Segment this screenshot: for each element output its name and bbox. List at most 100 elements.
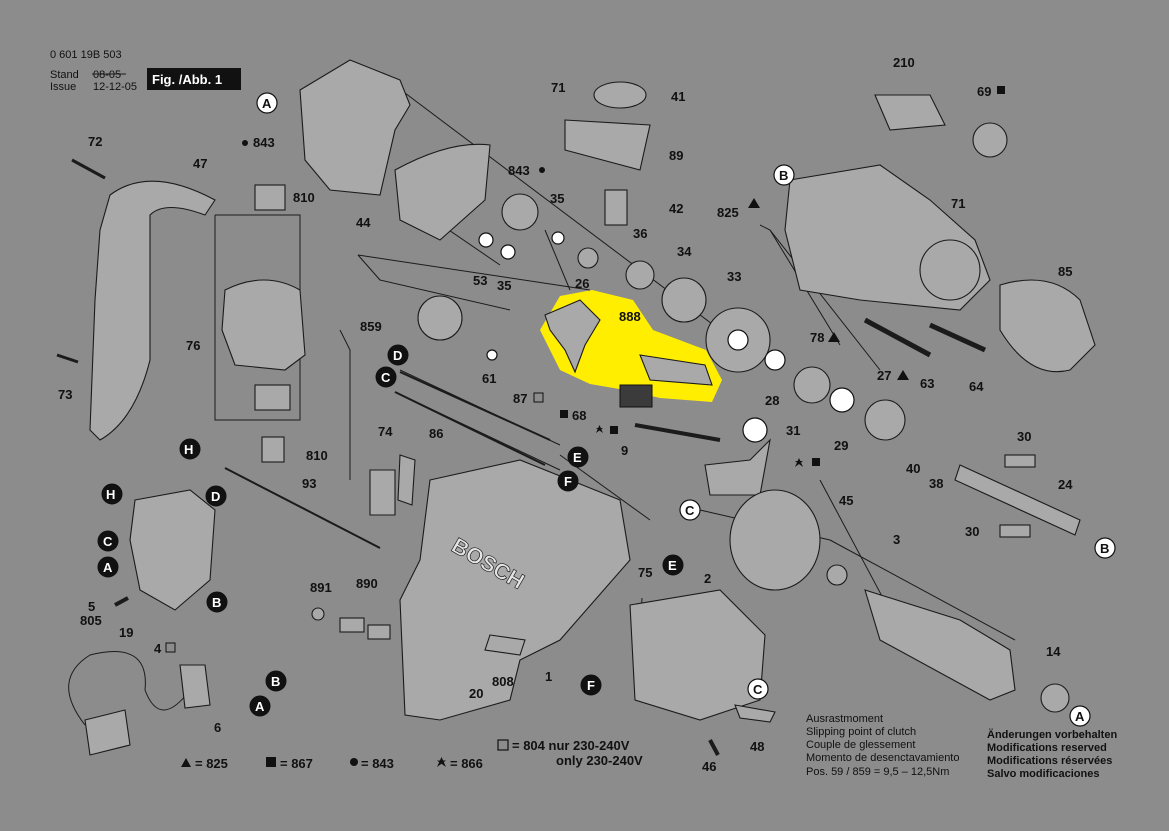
callout-68: 68: [572, 408, 586, 423]
letter-A-circle: A: [249, 695, 271, 717]
keyless-chuck: [999, 279, 1096, 373]
letter-A-circle: A: [97, 556, 119, 578]
bracket-48: [734, 704, 776, 723]
handle-housing: [89, 180, 216, 441]
screw-19: [114, 596, 129, 607]
cable-protector-6: [179, 664, 211, 709]
svg-text:D: D: [211, 489, 220, 504]
stand-label: Stand: [50, 69, 79, 81]
callout-75: 75: [638, 565, 652, 580]
bearing-27: [864, 399, 906, 441]
dot-marker: [242, 140, 248, 146]
power-cable: [68, 651, 191, 726]
callout-47: 47: [193, 156, 207, 171]
triangle-marker: [897, 370, 909, 380]
washer-53: [478, 232, 494, 248]
callout-26: 26: [575, 276, 589, 291]
footnote-804-line2: only 230-240V: [556, 753, 643, 768]
gear-housing: [299, 59, 411, 196]
callout-42: 42: [669, 201, 683, 216]
letter-H-circle: H: [179, 438, 201, 460]
callout-44: 44: [356, 215, 371, 230]
svg-text:E: E: [668, 558, 677, 573]
svg-text:B: B: [212, 595, 221, 610]
shift-slide: [639, 354, 713, 386]
callout-73: 73: [58, 387, 72, 402]
svg-text:C: C: [381, 370, 391, 385]
cable-87: [399, 371, 551, 441]
washer-31: [742, 417, 768, 443]
cable-86: [394, 391, 546, 466]
header-block: 0 601 19B 503 Stand 08-05 Issue 12-12-05…: [50, 49, 241, 93]
screw-72: [71, 158, 106, 180]
callout-48: 48: [750, 739, 764, 754]
legend-square-icon: [266, 757, 276, 767]
letter-H-circle: H: [101, 483, 123, 505]
callout-843b: 843: [508, 163, 530, 178]
screw-46: [708, 739, 720, 756]
callout-35b: 35: [497, 278, 511, 293]
open-square-marker: [497, 739, 509, 751]
svg-text:A: A: [255, 699, 265, 714]
callout-890: 890: [356, 576, 378, 591]
callout-35a: 35: [550, 191, 564, 206]
star-marker: [596, 425, 603, 433]
letter-C-circle: C: [375, 366, 397, 388]
callout-46: 46: [702, 759, 716, 774]
legend-867: = 867: [280, 756, 313, 771]
letter-B-circle: B: [1094, 537, 1116, 559]
svg-text:B: B: [779, 168, 788, 183]
callout-89: 89: [669, 148, 683, 163]
part-30b: [999, 524, 1031, 538]
callout-888: 888: [619, 309, 641, 324]
screw-891: [311, 607, 325, 621]
armature-pinion-859: [417, 295, 463, 341]
changes-note-line: Modifications réservées: [987, 755, 1112, 767]
rod-9: [634, 423, 721, 442]
legend-dot-icon: [350, 758, 358, 766]
legend-825: = 825: [195, 756, 228, 771]
figure-label-box: [147, 68, 241, 90]
callout-86: 86: [429, 426, 443, 441]
switch-4: [129, 489, 216, 611]
callout-29: 29: [834, 438, 848, 453]
callout-71a: 71: [551, 80, 565, 95]
callout-19: 19: [119, 625, 133, 640]
svg-text:B: B: [271, 674, 280, 689]
bracket-part: [704, 438, 771, 496]
clutch-note-line: Slipping point of clutch: [806, 726, 916, 738]
ring-28: [764, 349, 786, 371]
callout-27: 27: [877, 368, 891, 383]
callout-20: 20: [469, 686, 483, 701]
svg-text:F: F: [587, 678, 595, 693]
letter-E-circle: E: [567, 446, 589, 468]
ring-29: [829, 387, 855, 413]
callout-78: 78: [810, 330, 824, 345]
motor-housing: [399, 459, 631, 721]
callout-30a: 30: [1017, 429, 1031, 444]
svg-text:B: B: [1100, 541, 1109, 556]
callout-87: 87: [513, 391, 527, 406]
callout-2: 2: [704, 571, 711, 586]
letter-F-circle: F: [557, 470, 579, 492]
callout-810a: 810: [293, 190, 315, 205]
svg-text:C: C: [103, 534, 113, 549]
square-marker: [560, 410, 568, 418]
open-square-marker: [165, 642, 176, 653]
field-coil-2: [629, 589, 766, 721]
callout-808: 808: [492, 674, 514, 689]
callout-64: 64: [969, 379, 984, 394]
bearing-14: [1040, 683, 1070, 713]
svg-text:F: F: [564, 474, 572, 489]
svg-text:A: A: [103, 560, 113, 575]
carbon-brush: [261, 436, 285, 463]
callout-859: 859: [360, 319, 382, 334]
callout-3: 3: [893, 532, 900, 547]
callout-36: 36: [633, 226, 647, 241]
callout-40: 40: [906, 461, 920, 476]
callout-76: 76: [186, 338, 200, 353]
callout-5: 5: [88, 599, 95, 614]
callout-72: 72: [88, 134, 102, 149]
spindle-24: [954, 464, 1081, 536]
svg-text:C: C: [685, 503, 695, 518]
